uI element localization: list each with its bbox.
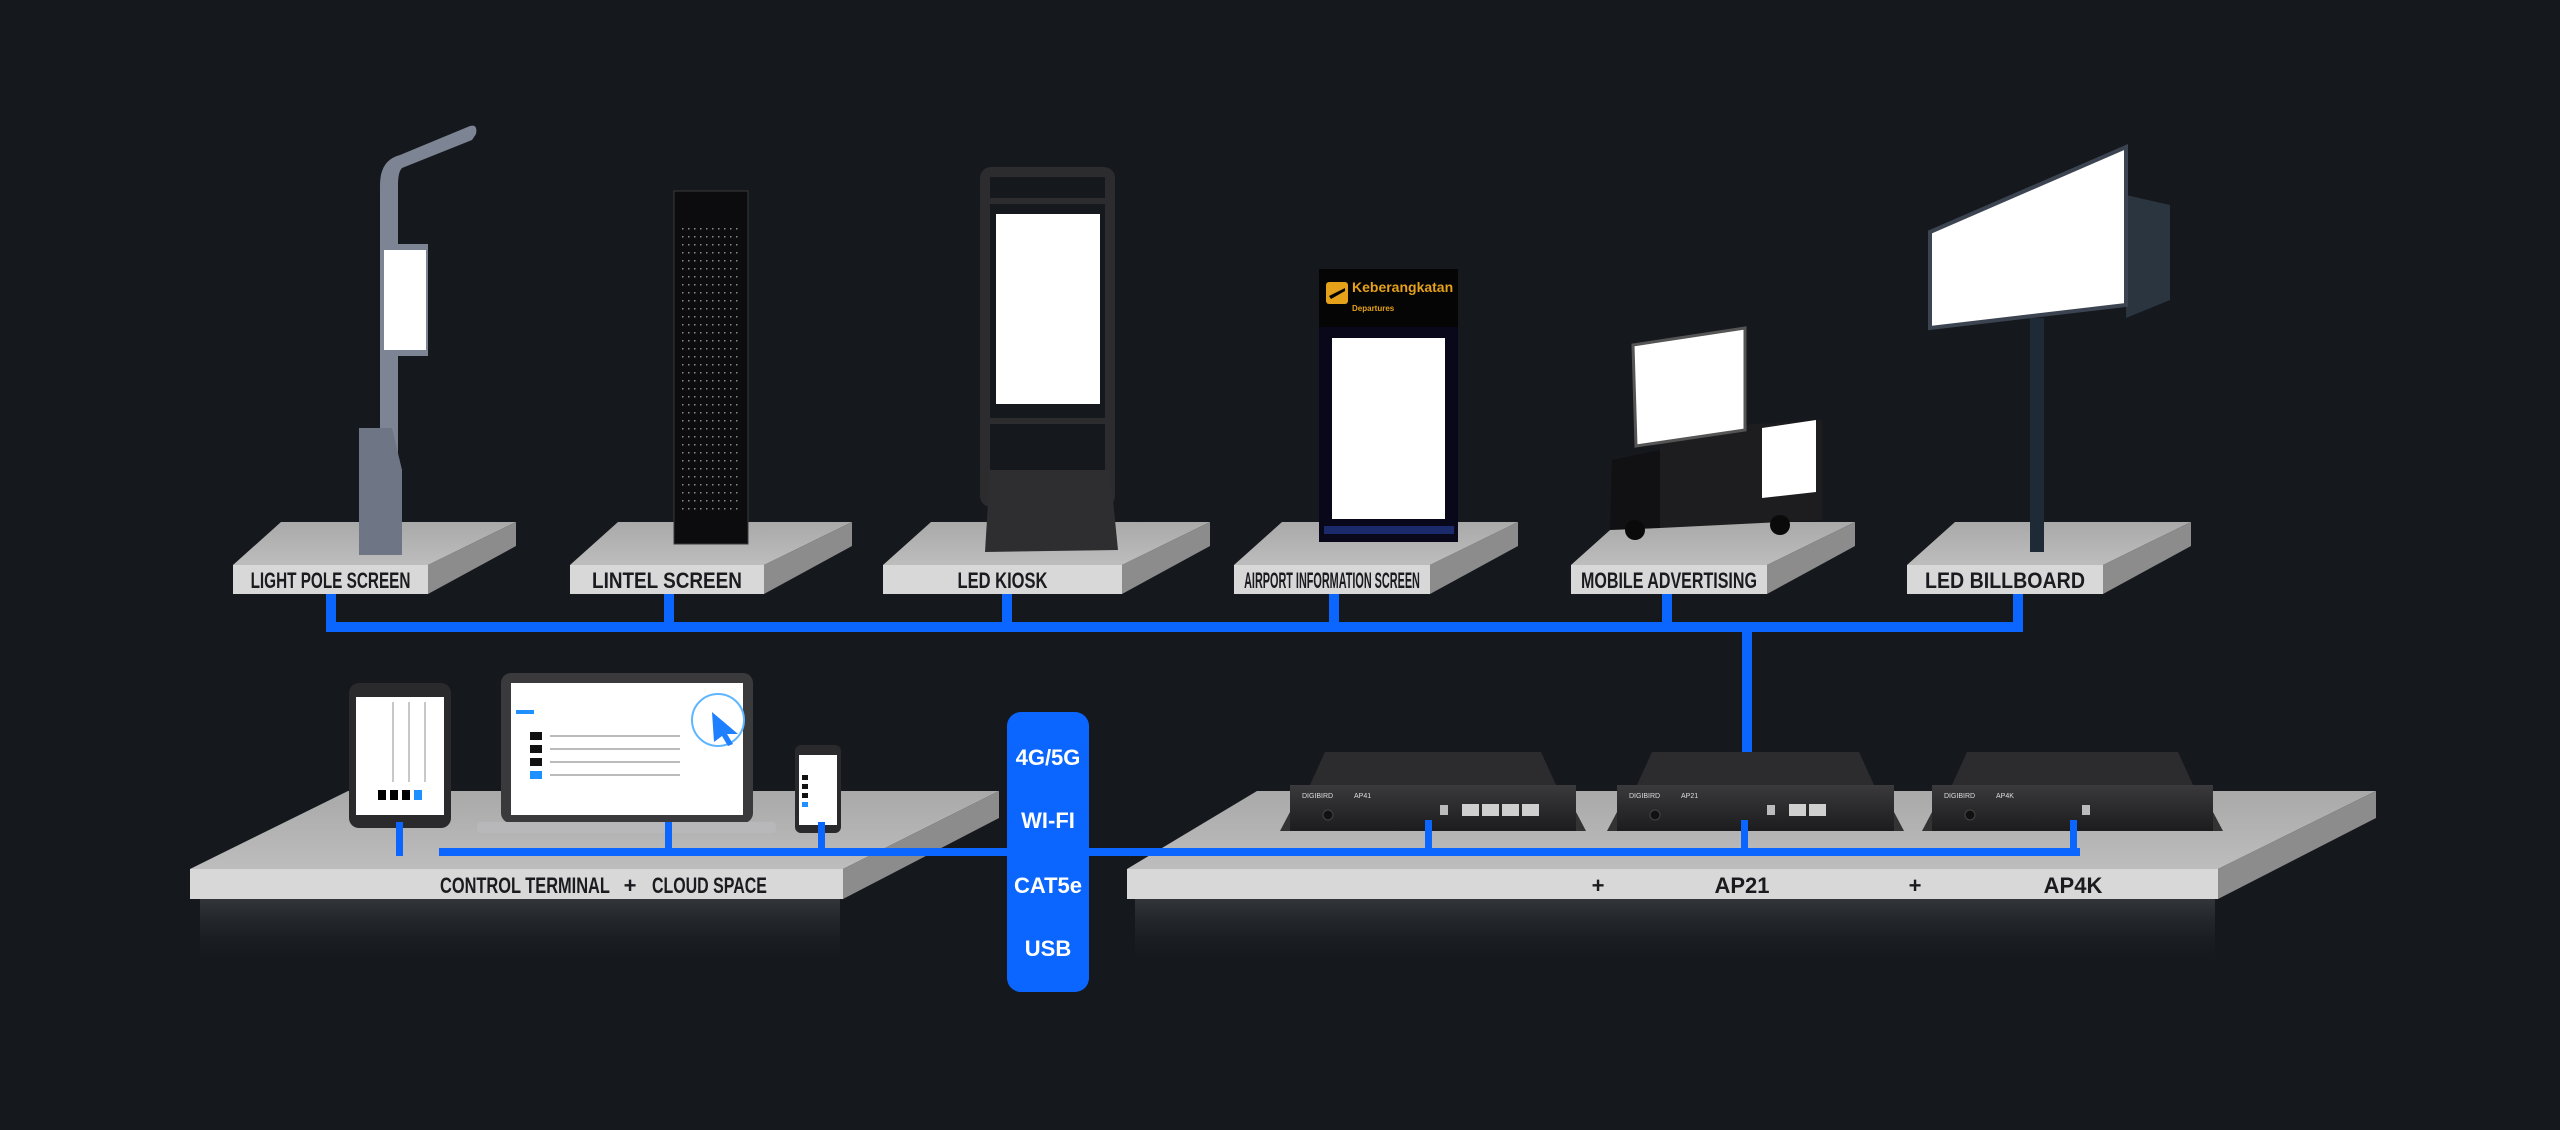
- product-drop-line: [1329, 594, 1339, 628]
- control-terminal-label: CONTROL TERMINAL: [440, 874, 610, 899]
- airport-sign-title: Keberangkatan: [1352, 279, 1453, 295]
- connection-method-4g5g: 4G/5G: [1016, 745, 1081, 770]
- terminal-bus-line: [396, 820, 2080, 856]
- player-label-ap21: AP21: [1714, 873, 1769, 898]
- product-drop-line: [664, 594, 674, 628]
- product-drop-line: [1002, 594, 1012, 628]
- light-pole-screen-icon: [359, 125, 477, 556]
- player-brand: DIGIBIRD: [1302, 793, 1333, 800]
- product-label: LIGHT POLE SCREEN: [251, 569, 411, 593]
- connection-method-wifi: WI-FI: [1021, 808, 1075, 833]
- airport-screen-icon: Keberangkatan Departures: [1319, 269, 1458, 542]
- lintel-screen-icon: [673, 190, 749, 545]
- cursor-icon: [712, 712, 738, 746]
- player-model: AP21: [1681, 793, 1698, 800]
- product-bus-line: [326, 622, 2023, 758]
- platform-shadow: [1135, 899, 2215, 969]
- player-brand: DIGIBIRD: [1944, 793, 1975, 800]
- product-drop-line: [1662, 594, 1672, 628]
- connection-methods-pill: 4G/5G WI-FI CAT5e USB: [1007, 712, 1089, 992]
- player-device-ap21: DIGIBIRD AP21: [1607, 752, 1904, 831]
- product-platform-4: AIRPORT INFORMATION SCREEN: [1234, 522, 1518, 628]
- product-label: LINTEL SCREEN: [592, 569, 742, 594]
- connection-method-cat5e: CAT5e: [1014, 873, 1082, 898]
- product-label: AIRPORT INFORMATION SCREEN: [1244, 568, 1420, 593]
- player-plus-label: +: [1592, 873, 1605, 898]
- billboard-icon: [1928, 143, 2170, 552]
- tablet-icon: [349, 683, 451, 828]
- player-model: AP4K: [1996, 793, 2014, 800]
- product-platform-2: LINTEL SCREEN: [570, 522, 852, 628]
- terminal-plus-label: +: [624, 873, 637, 898]
- player-devices: DIGIBIRD AP41 DIGIBIRD AP21 DIGIBIRD AP4K: [1280, 752, 2223, 831]
- laptop-icon: [477, 673, 776, 833]
- product-platforms: LIGHT POLE SCREEN LINTEL SCREEN LED KIOSK A…: [233, 522, 2191, 628]
- airport-sign-subtitle: Departures: [1352, 304, 1395, 313]
- product-label: MOBILE ADVERTISING: [1581, 570, 1757, 594]
- product-label: LED KIOSK: [958, 569, 1048, 594]
- product-platform-6: LED BILLBOARD: [1907, 522, 2191, 628]
- player-model: AP41: [1354, 793, 1371, 800]
- player-device-ap4k: DIGIBIRD AP4K: [1922, 752, 2223, 831]
- platform-shadow: [200, 899, 840, 969]
- connection-method-usb: USB: [1025, 936, 1071, 961]
- product-drop-line: [2013, 594, 2023, 628]
- cloud-space-label: CLOUD SPACE: [652, 875, 767, 899]
- led-kiosk-icon: [980, 167, 1118, 552]
- product-platform-5: MOBILE ADVERTISING: [1571, 522, 1855, 628]
- product-drop-line: [326, 594, 336, 628]
- player-device-ap41: DIGIBIRD AP41: [1280, 752, 1586, 831]
- player-label-ap4k: AP4K: [2044, 873, 2103, 898]
- product-label: LED BILLBOARD: [1925, 569, 2085, 593]
- player-plus-label: +: [1909, 873, 1922, 898]
- advertising-truck-icon: [1610, 326, 1822, 540]
- player-brand: DIGIBIRD: [1629, 793, 1660, 800]
- phone-icon: [795, 745, 841, 833]
